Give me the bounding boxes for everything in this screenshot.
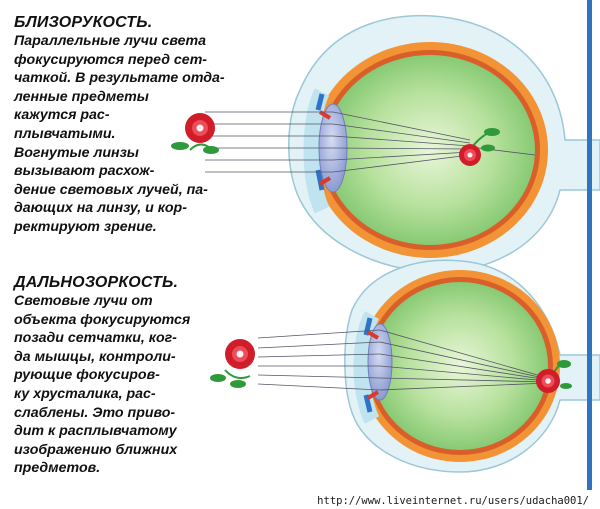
myopia-line: фокусируются перед сет- [14,51,208,68]
iris-top-2 [366,330,380,340]
myopia-line: ленные предметы [14,88,149,105]
cornea-blue-top [315,93,325,111]
rose-retina-image-icon [459,128,500,166]
myopia-line: дающих на линзу, и кор- [14,200,187,217]
hyperopia-title: ДАЛЬНОЗОРКОСТЬ. [14,274,179,291]
hyperopia-line: позади сетчатки, ког- [14,330,177,347]
cornea-blue-top-2 [363,317,373,336]
hyperopia-line: да мышцы, контроли- [14,348,176,365]
myopia-line: кажутся рас- [14,107,110,124]
myopia-section: БЛИЗОРУКОСТЬ. Параллельные лучи света фо… [14,14,225,237]
hyperopia-section: ДАЛЬНОЗОРКОСТЬ. Световые лучи от объекта… [14,274,190,478]
rose-retina-image-icon-2 [536,360,572,393]
hyperopia-line: объекта фокусируются [14,311,191,328]
myopia-line: Параллельные лучи света [14,33,207,49]
hyperopia-line: Световые лучи от [14,293,153,309]
accent-rule [587,0,592,490]
hyperopia-line: дит к расплывчатому [14,423,177,440]
light-rays-hyperopia [257,329,549,391]
rose-object-icon [171,113,219,154]
cornea-blue-bottom [315,169,325,191]
hyperopia-text: Световые лучи от объекта фокусируются по… [14,292,190,478]
hyperopia-line: рующие фокусиров- [14,367,160,384]
myopia-text: Параллельные лучи света фокусируются пер… [14,32,225,237]
hyperopia-line: ку хрусталика, рас- [14,385,156,402]
hyperopic-eye [210,259,600,473]
myopia-line: ректируют зрение. [14,218,157,235]
hyperopia-line: изображению ближних [14,441,178,458]
cornea-blue-bottom-2 [363,394,373,413]
iris-top [318,110,332,120]
myopia-line: чаткой. В результате отда- [14,70,225,87]
hyperopia-line: слаблены. Это приво- [14,404,176,421]
myopic-eye [171,14,600,273]
light-rays-myopia [205,111,536,173]
iris-bottom-2 [366,390,380,400]
vitreous-body [325,55,535,245]
myopia-line: Вогнутые линзы [14,144,139,161]
rose-object-icon-2 [210,339,255,388]
myopia-title: БЛИЗОРУКОСТЬ. [14,14,153,31]
myopia-line: дение световых лучей, па- [14,181,208,198]
source-url[interactable]: http://www.liveinternet.ru/users/udacha0… [314,495,592,507]
myopia-line: вызывают расхож- [14,163,155,180]
iris-bottom [318,176,332,186]
myopia-line: плывчатыми. [14,125,116,142]
hyperopia-line: предметов. [14,460,101,477]
